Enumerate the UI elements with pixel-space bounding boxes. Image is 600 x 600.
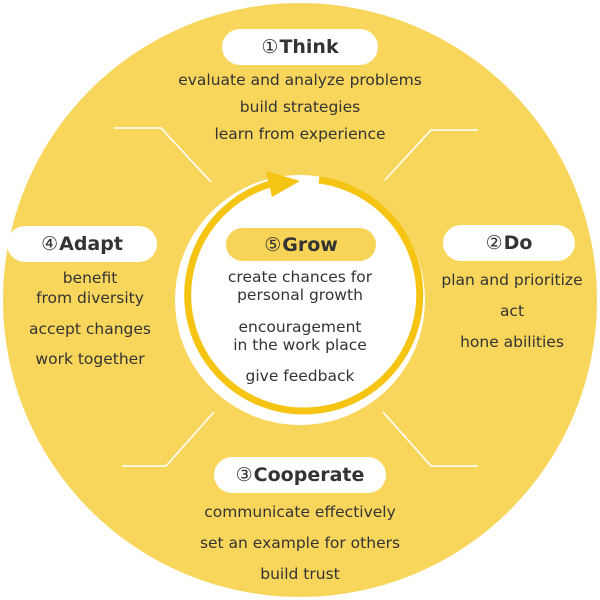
- cycle-arrowhead-icon: [266, 171, 300, 197]
- grow-item-4: in the work place: [233, 336, 367, 354]
- do-item-3: hone abilities: [460, 333, 564, 351]
- grow-item-3: encouragement: [238, 318, 362, 336]
- cooperate-number: ③: [235, 464, 253, 486]
- do-item-2: act: [499, 302, 525, 320]
- grow-item-5: give feedback: [245, 367, 355, 385]
- grow-item-2: personal growth: [237, 286, 363, 304]
- segment-dividers: [114, 127, 478, 467]
- grow-cycle-arrow: [184, 176, 424, 415]
- think-number: ①: [261, 36, 279, 58]
- cooperate-item-3: build trust: [260, 565, 340, 583]
- think-item-1: evaluate and analyze problems: [178, 71, 422, 89]
- adapt-label: Adapt: [59, 233, 123, 255]
- think-item-3: learn from experience: [214, 125, 386, 143]
- adapt-item-4: work together: [35, 350, 145, 368]
- grow-item-1: create chances for: [227, 268, 373, 286]
- adapt-item-2: from diversity: [36, 289, 144, 307]
- grow-label: Grow: [282, 233, 338, 256]
- adapt-item-3: accept changes: [28, 320, 152, 338]
- grow-number: ⑤: [264, 233, 282, 256]
- adapt-item-1: benefit: [62, 269, 118, 287]
- think-label: Think: [279, 36, 339, 58]
- cooperate-item-2: set an example for others: [199, 534, 401, 552]
- do-label: Do: [503, 232, 533, 254]
- cooperate-label: Cooperate: [253, 464, 365, 486]
- do-item-1: plan and prioritize: [441, 271, 583, 289]
- think-item-2: build strategies: [239, 98, 361, 116]
- cooperate-item-1: communicate effectively: [204, 503, 396, 521]
- do-number: ②: [485, 232, 503, 254]
- adapt-number: ④: [41, 233, 59, 255]
